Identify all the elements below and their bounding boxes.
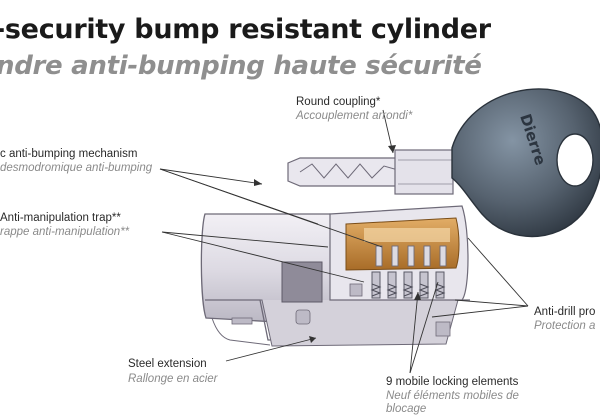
cylinder-cutaway xyxy=(329,205,469,337)
label-locking-elements-fr-2: blocage xyxy=(386,403,427,415)
label-locking-elements: 9 mobile locking elements xyxy=(386,376,519,388)
leader-arrowheads xyxy=(254,145,421,343)
cylinder-body xyxy=(200,213,470,347)
label-anti-manipulation-fr: rappe anti-manipulation** xyxy=(0,226,130,238)
title-english: -security bump resistant cylinder xyxy=(0,14,491,45)
key-blade xyxy=(287,149,454,195)
label-locking-elements-fr-1: Neuf éléments mobiles de xyxy=(386,390,519,402)
label-anti-bumping: c anti-bumping mechanism xyxy=(0,148,138,160)
label-steel-extension: Steel extension xyxy=(128,358,207,370)
leader-lines xyxy=(159,109,529,374)
key-head: Dierre xyxy=(451,88,600,238)
label-anti-drill: Anti-drill pro xyxy=(534,306,596,318)
label-anti-manipulation: Anti-manipulation trap** xyxy=(0,212,121,224)
label-steel-extension-fr: Rallonge en acier xyxy=(128,373,218,385)
label-anti-bumping-fr: desmodromique anti-bumping xyxy=(0,162,153,174)
label-round-coupling: Round coupling* xyxy=(296,96,381,108)
title-french: ndre anti-bumping haute sécurité xyxy=(0,51,482,81)
label-round-coupling-fr: Accouplement arrondi* xyxy=(296,110,413,122)
label-anti-drill-fr: Protection a xyxy=(534,320,596,332)
